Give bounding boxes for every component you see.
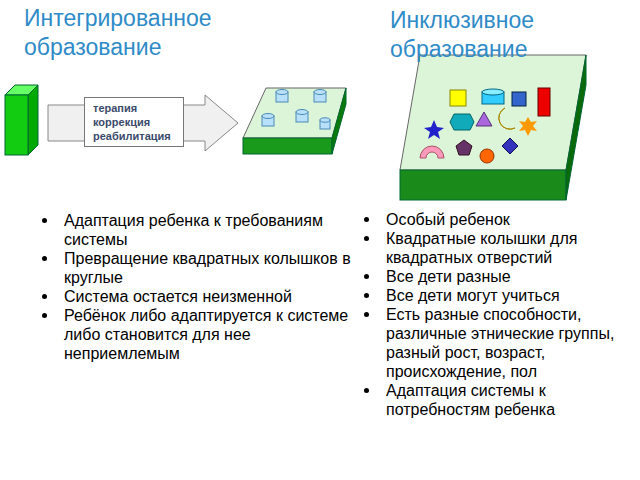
- bullet-item: Система остается неизменной: [64, 287, 354, 306]
- bullet-item: Все дети могут учиться: [386, 286, 634, 305]
- bullet-item: Адаптация ребенка к требованиям системы: [64, 211, 354, 249]
- bullet-dot: [364, 217, 369, 222]
- bullet-dot: [42, 313, 47, 318]
- bullet-item: Квадратные колышки для квадратных отверс…: [386, 229, 634, 267]
- label-box: терапия коррекция реабилитация: [84, 97, 184, 147]
- bullet-item: Ребёнок либо адаптируется к системе либо…: [64, 306, 354, 363]
- bullet-dot: [42, 294, 47, 299]
- bullet-item: Адаптация системы к потребностям ребенка: [386, 381, 634, 419]
- bullet-item: Особый ребенок: [386, 210, 634, 229]
- bullet-item: Превращение квадратных колышков в круглы…: [64, 249, 354, 287]
- bullet-dot: [42, 256, 47, 261]
- bullet-dot: [364, 312, 369, 317]
- bullet-item: Есть разные способности, различные этнич…: [386, 305, 634, 381]
- bullet-dot: [364, 293, 369, 298]
- section-title: Интегрированное образование: [24, 4, 314, 62]
- bullet-item: Все дети разные: [386, 267, 634, 286]
- bullet-dot: [364, 274, 369, 279]
- bullet-dot: [42, 218, 47, 223]
- bullet-dot: [364, 236, 369, 241]
- section-title: Инклюзивное образование: [390, 6, 610, 64]
- box-text: терапия коррекция реабилитация: [93, 101, 171, 143]
- bullet-dot: [364, 388, 369, 393]
